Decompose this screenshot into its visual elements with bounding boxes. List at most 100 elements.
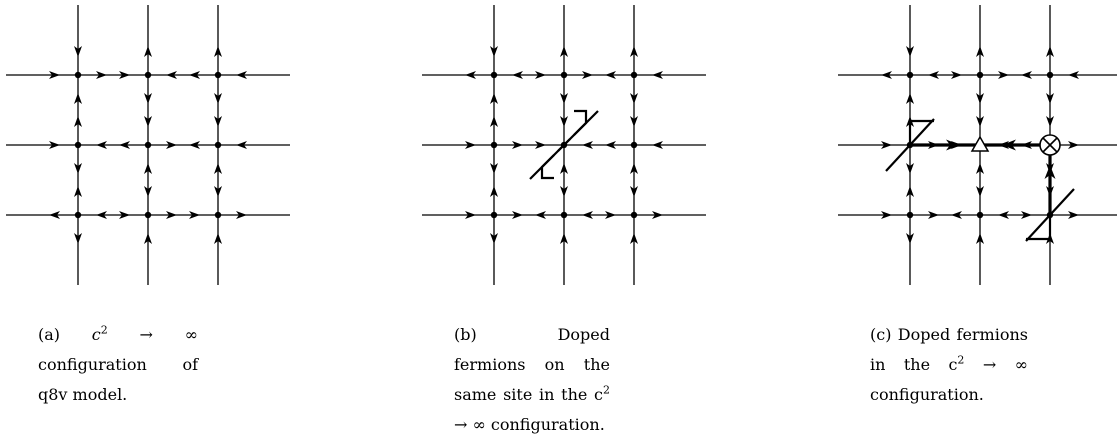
edge-arrow xyxy=(1046,116,1054,127)
edge-arrow xyxy=(976,116,984,127)
caption-a-var: c xyxy=(91,325,101,344)
fermion-symbol xyxy=(885,118,935,172)
edge-arrow xyxy=(214,116,222,127)
caption-a: (a) c2 → ∞ configuration of q8v model. xyxy=(38,320,198,410)
vertex-dot xyxy=(976,211,984,219)
edge-arrow xyxy=(928,211,939,219)
edge-arrow xyxy=(236,141,247,149)
vertex-dot xyxy=(630,141,638,149)
edge-arrow xyxy=(74,46,82,57)
edge-arrow xyxy=(630,163,638,174)
edge-arrow xyxy=(582,141,593,149)
edge-arrow xyxy=(512,71,523,79)
fermion-hook xyxy=(573,109,588,136)
edge-arrow xyxy=(906,186,914,197)
caption-b: (b) Doped fermions on the same site in t… xyxy=(454,320,610,440)
edge-arrow xyxy=(560,116,568,127)
edge-arrow xyxy=(236,71,247,79)
edge-arrow xyxy=(214,233,222,244)
edge-arrow xyxy=(490,163,498,174)
edge-arrow xyxy=(144,46,152,57)
edge-arrow xyxy=(560,233,568,244)
vertex-dot xyxy=(1046,71,1054,79)
caption-b-label: (b) xyxy=(454,325,477,344)
edge-arrow xyxy=(881,211,892,219)
thick-arrow xyxy=(1002,139,1016,151)
edge-arrow xyxy=(214,46,222,57)
edge-arrow xyxy=(166,211,177,219)
edge-arrow xyxy=(490,46,498,57)
caption-a-label: (a) xyxy=(38,325,61,344)
edge-arrow xyxy=(906,163,914,174)
edge-arrow xyxy=(189,71,200,79)
edge-arrow xyxy=(652,71,663,79)
edge-arrow xyxy=(535,141,546,149)
edge-arrow xyxy=(166,71,177,79)
fermion-hook xyxy=(1026,215,1052,241)
vertex-dot xyxy=(630,211,638,219)
vertex-dot xyxy=(214,71,222,79)
edge-arrow xyxy=(976,233,984,244)
edge-arrow xyxy=(560,93,568,104)
edge-arrow xyxy=(465,141,476,149)
edge-arrow xyxy=(214,163,222,174)
edge-arrow xyxy=(535,71,546,79)
panel-b-lattice xyxy=(422,5,706,285)
edge-arrow xyxy=(490,233,498,244)
caption-b-text: → ∞ configuration. xyxy=(454,415,605,434)
edge-arrow xyxy=(630,46,638,57)
edge-arrow xyxy=(119,71,130,79)
edge-arrow xyxy=(976,163,984,174)
edge-arrow xyxy=(49,141,60,149)
panel-a-lattice xyxy=(6,5,290,285)
edge-arrow xyxy=(881,141,892,149)
edge-arrow xyxy=(119,141,130,149)
edge-arrow xyxy=(214,93,222,104)
vertex-dot xyxy=(490,211,498,219)
vertex-dot xyxy=(144,211,152,219)
edge-arrow xyxy=(490,93,498,104)
vertex-dot xyxy=(74,71,82,79)
otimes-cross xyxy=(1042,137,1058,153)
edge-arrow xyxy=(144,116,152,127)
thick-arrow xyxy=(1044,165,1056,179)
edge-arrow xyxy=(1021,71,1032,79)
edge-arrow xyxy=(582,211,593,219)
edge-arrow xyxy=(1046,93,1054,104)
edge-arrow xyxy=(906,233,914,244)
edge-arrow xyxy=(1068,211,1079,219)
edge-arrow xyxy=(630,186,638,197)
edge-arrow xyxy=(512,141,523,149)
edge-arrow xyxy=(96,141,107,149)
caption-b-sup: 2 xyxy=(603,383,610,397)
fermion-hook xyxy=(908,119,934,145)
edge-arrow xyxy=(166,141,177,149)
edge-arrow xyxy=(1068,71,1079,79)
edge-arrow xyxy=(465,71,476,79)
edge-arrow xyxy=(605,211,616,219)
thick-arrow xyxy=(946,139,960,151)
edge-arrow xyxy=(96,71,107,79)
edge-arrow xyxy=(119,211,130,219)
caption-c: (c) Doped fermions in the c2 → ∞ configu… xyxy=(870,320,1028,410)
vertex-dot xyxy=(906,211,914,219)
edge-arrow xyxy=(74,116,82,127)
edge-arrow xyxy=(951,211,962,219)
vertex-dot xyxy=(214,141,222,149)
fermion-pair-symbol xyxy=(529,109,599,180)
edge-arrow xyxy=(144,93,152,104)
edge-arrow xyxy=(49,211,60,219)
caption-c-sup: 2 xyxy=(957,353,965,367)
edge-arrow xyxy=(465,211,476,219)
caption-c-text: → ∞ configuration. xyxy=(870,355,1028,404)
edge-arrow xyxy=(906,46,914,57)
edge-arrow xyxy=(630,233,638,244)
edge-arrow xyxy=(976,93,984,104)
caption-a-sup: 2 xyxy=(100,323,108,337)
edge-arrow xyxy=(951,71,962,79)
edge-arrow xyxy=(512,211,523,219)
vertex-dot xyxy=(214,211,222,219)
vertex-dot xyxy=(976,71,984,79)
vertex-dot xyxy=(490,141,498,149)
lattice-figure xyxy=(6,5,1117,285)
